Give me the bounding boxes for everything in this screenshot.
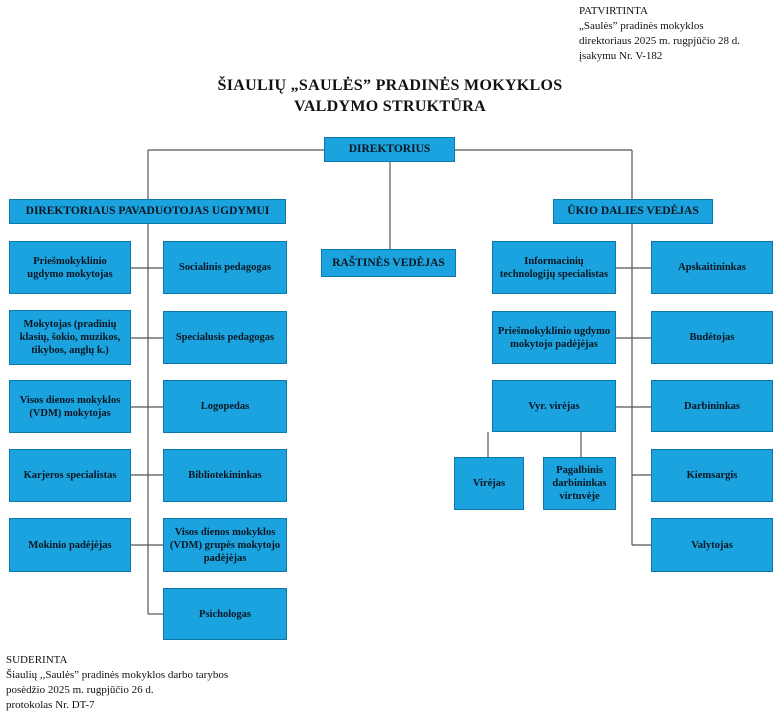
director-box[interactable]: DIREKTORIUS (324, 137, 455, 162)
left-staff-box[interactable]: Mokinio padėjėjas (9, 518, 131, 572)
approval-heading: PATVIRTINTA (579, 5, 648, 17)
right-support-box[interactable]: Valytojas (651, 518, 773, 572)
left-specialist-box[interactable]: Socialinis pedagogas (163, 241, 287, 294)
left-specialist-box[interactable]: Specialusis pedagogas (163, 311, 287, 364)
agreed-line-2: posėdžio 2025 m. rugpjūčio 26 d. (6, 684, 154, 696)
agreed-heading: SUDERINTA (6, 654, 68, 666)
right-support-box[interactable]: Kiemsargis (651, 449, 773, 502)
head-cook-box[interactable]: Vyr. virėjas (492, 380, 616, 432)
right-support-box[interactable]: Budėtojas (651, 311, 773, 364)
left-specialist-box[interactable]: Logopedas (163, 380, 287, 433)
chart-title-line-1: ŠIAULIŲ „SAULĖS” PRADINĖS MOKYKLOS (217, 77, 563, 94)
left-staff-box[interactable]: Mokytojas (pradinių klasių, šokio, muzik… (9, 310, 131, 365)
cook-box[interactable]: Virėjas (454, 457, 524, 510)
left-specialist-box[interactable]: Bibliotekininkas (163, 449, 287, 502)
facilities-manager-box[interactable]: ŪKIO DALIES VEDĖJAS (553, 199, 713, 224)
left-staff-box[interactable]: Visos dienos mokyklos (VDM) mokytojas (9, 380, 131, 433)
office-manager-box[interactable]: RAŠTINĖS VEDĖJAS (321, 249, 456, 277)
agreed-stamp: SUDERINTA Šiaulių ,,Saulės” pradinės mok… (6, 653, 228, 713)
approval-stamp: PATVIRTINTA „Saulės” pradinės mokyklos d… (579, 4, 740, 64)
approval-line-2: direktoriaus 2025 m. rugpjūčio 28 d. (579, 35, 741, 47)
left-staff-box[interactable]: Karjeros specialistas (9, 449, 131, 502)
right-staff-box[interactable]: Informacinių technologijų specialistas (492, 241, 616, 294)
left-specialist-box[interactable]: Visos dienos mokyklos (VDM) grupės mokyt… (163, 518, 287, 572)
left-staff-box[interactable]: Priešmokyklinio ugdymo mokytojas (9, 241, 131, 294)
approval-line-3: įsakymu Nr. V-182 (579, 50, 663, 62)
right-staff-box[interactable]: Priešmokyklinio ugdymo mokytojo padėjėja… (492, 311, 616, 364)
kitchen-helper-box[interactable]: Pagalbinis darbininkas virtuvėje (543, 457, 616, 510)
right-support-box[interactable]: Apskaitininkas (651, 241, 773, 294)
chart-title-line-2: VALDYMO STRUKTŪRA (294, 98, 486, 115)
right-support-box[interactable]: Darbininkas (651, 380, 773, 432)
agreed-line-3: protokolas Nr. DT-7 (6, 699, 95, 711)
deputy-box[interactable]: DIREKTORIAUS PAVADUOTOJAS UGDYMUI (9, 199, 286, 224)
approval-line-1: „Saulės” pradinės mokyklos (579, 20, 704, 32)
left-specialist-box[interactable]: Psichologas (163, 588, 287, 640)
agreed-line-1: Šiaulių ,,Saulės” pradinės mokyklos darb… (6, 669, 229, 681)
